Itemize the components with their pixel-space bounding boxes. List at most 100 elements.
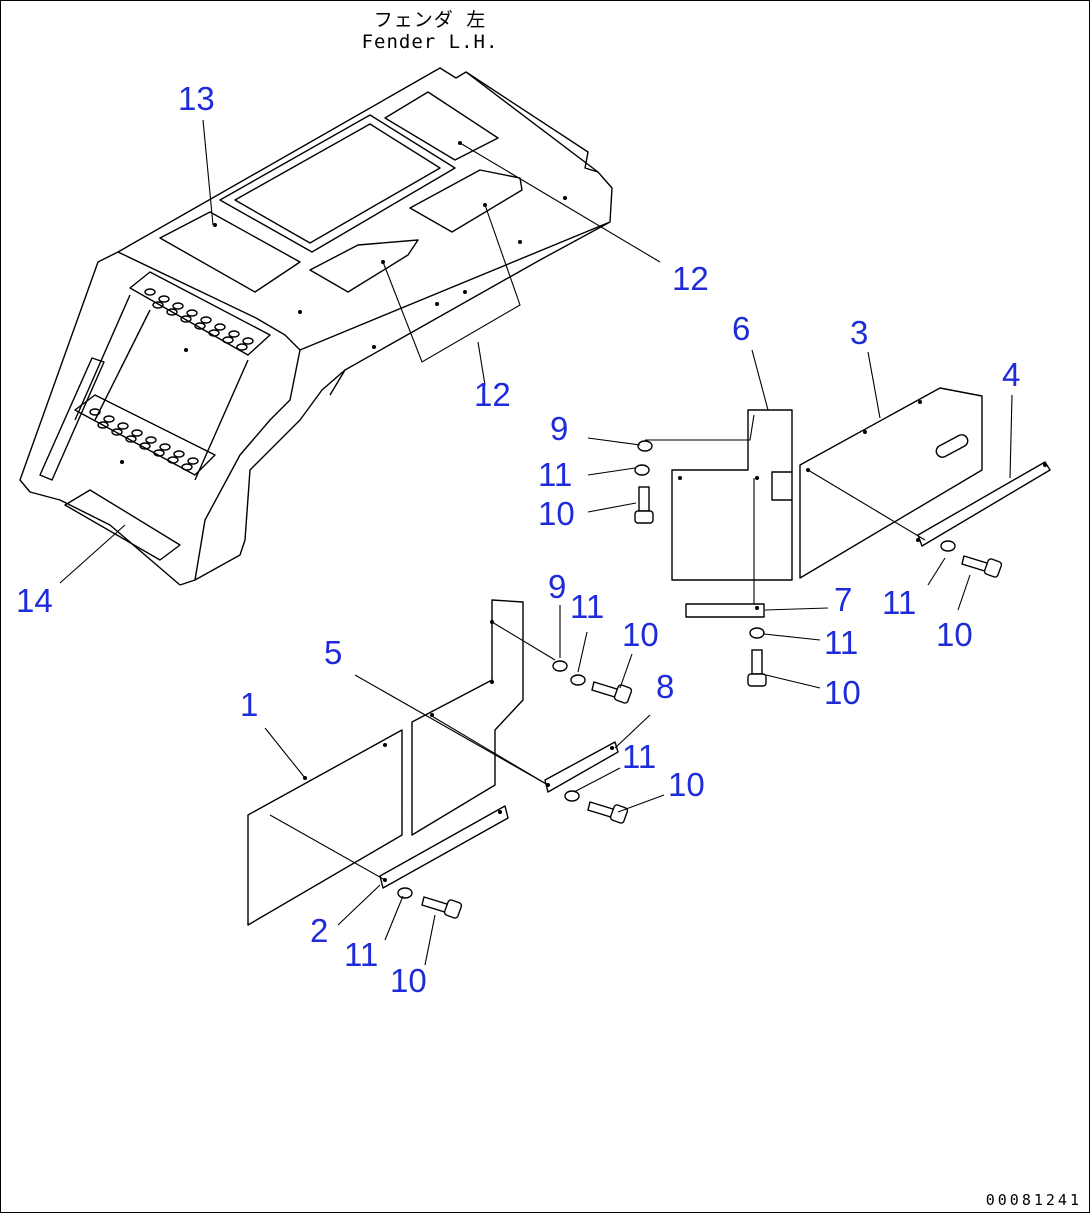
step-hole: [242, 337, 254, 345]
washer: [570, 674, 586, 686]
step-hole: [222, 336, 234, 344]
step-hole-pattern: [89, 288, 254, 471]
callout-10-mid: 10: [824, 674, 861, 711]
callout-13: 13: [178, 80, 215, 117]
fastener-hole: [383, 743, 387, 747]
leader-1-axis: [269, 814, 386, 881]
leader-12a: [459, 142, 661, 263]
leader-11a: [587, 467, 636, 476]
callout-11-lower: 11: [570, 588, 605, 625]
step-hole: [145, 436, 157, 444]
callout-6: 6: [732, 310, 751, 347]
leader-6: [751, 349, 769, 411]
step-hole: [103, 415, 115, 423]
step-hole: [139, 442, 151, 450]
ladder-rail-left: [74, 294, 131, 421]
leader-12b-tail: [477, 341, 486, 386]
callout-9-upper: 9: [550, 410, 569, 447]
callout-11-upper: 11: [538, 456, 573, 493]
leader-5: [354, 674, 549, 786]
title-english: Fender L.H.: [361, 31, 499, 53]
callout-10-lower: 10: [622, 616, 659, 653]
fender-right-body: [194, 221, 611, 581]
cover-12-panel-a: [309, 239, 419, 293]
hatch-frame-inner: [234, 123, 441, 244]
fastener-hole: [298, 310, 302, 314]
plate-3: [799, 387, 983, 579]
step-hole: [159, 443, 171, 451]
fastener-hole: [184, 348, 188, 352]
callout-11-strip8: 11: [622, 738, 657, 775]
leader-14: [59, 524, 126, 584]
bolt-head: [634, 510, 654, 524]
step-hole: [111, 428, 123, 436]
leader-13: [202, 119, 214, 226]
fastener-hole: [435, 302, 439, 306]
fender-panel-seam: [329, 369, 346, 396]
step-hole: [153, 449, 165, 457]
hardware-group: [120, 141, 1047, 919]
fastener-hole: [918, 400, 922, 404]
step-hole: [97, 421, 109, 429]
bolt-shank: [638, 486, 650, 512]
step-hole: [167, 456, 179, 464]
step-hole: [181, 463, 193, 471]
washer: [564, 790, 580, 802]
fastener-hole: [120, 460, 124, 464]
callout-10-right: 10: [936, 616, 973, 653]
washer: [552, 660, 568, 672]
leader-3: [867, 351, 881, 419]
cover-plate-6-notch: [771, 471, 792, 501]
fastener-hole: [463, 290, 467, 294]
step-hole: [131, 429, 143, 437]
bolt-shank: [751, 649, 763, 675]
step-hole: [125, 435, 137, 443]
step-hole: [89, 408, 101, 416]
leader-7: [764, 607, 829, 611]
bolt-head: [443, 899, 463, 919]
step-hole: [166, 308, 178, 316]
step-hole: [194, 322, 206, 330]
step-hole: [214, 323, 226, 331]
leader-2: [337, 884, 381, 926]
washer: [637, 440, 653, 452]
cover-12-panel-b: [409, 169, 523, 233]
callout-9-lower: 9: [548, 568, 567, 605]
step-hole: [208, 329, 220, 337]
step-hole: [158, 295, 170, 303]
callout-11-right: 11: [882, 584, 917, 621]
step-hole: [172, 302, 184, 310]
step-hole: [152, 301, 164, 309]
leader-10a: [587, 502, 637, 513]
leader-5-axis: [429, 714, 549, 786]
hatch-frame-outer: [219, 114, 456, 253]
leader-11b: [927, 557, 946, 586]
callout-11-mid: 11: [824, 624, 859, 661]
side-window: [39, 357, 105, 481]
step-hole: [173, 450, 185, 458]
leader-1: [264, 727, 306, 779]
callout-7: 7: [834, 581, 853, 618]
callout-3: 3: [850, 314, 869, 351]
callout-14: 14: [16, 582, 53, 619]
bolt-head: [609, 804, 629, 824]
washer: [397, 887, 413, 899]
leader-3-axis: [807, 469, 926, 541]
leader-5-top: [491, 621, 556, 661]
document-code: 00081241: [985, 1191, 1082, 1209]
plate-3-slot: [935, 434, 969, 458]
leader-10b: [957, 574, 971, 611]
fastener-hole: [518, 240, 522, 244]
title-japanese: フェンダ 左: [373, 9, 487, 31]
bolt-head: [747, 673, 767, 687]
cover-13-panel: [159, 211, 301, 293]
leader-11c: [763, 633, 821, 641]
step-hole: [180, 315, 192, 323]
bolt-head: [613, 684, 633, 704]
fender-side-edge: [179, 349, 301, 586]
leader-8: [614, 714, 651, 749]
fastener-hole: [916, 538, 920, 542]
fastener-hole: [490, 680, 494, 684]
callout-10-upper: 10: [538, 495, 575, 532]
